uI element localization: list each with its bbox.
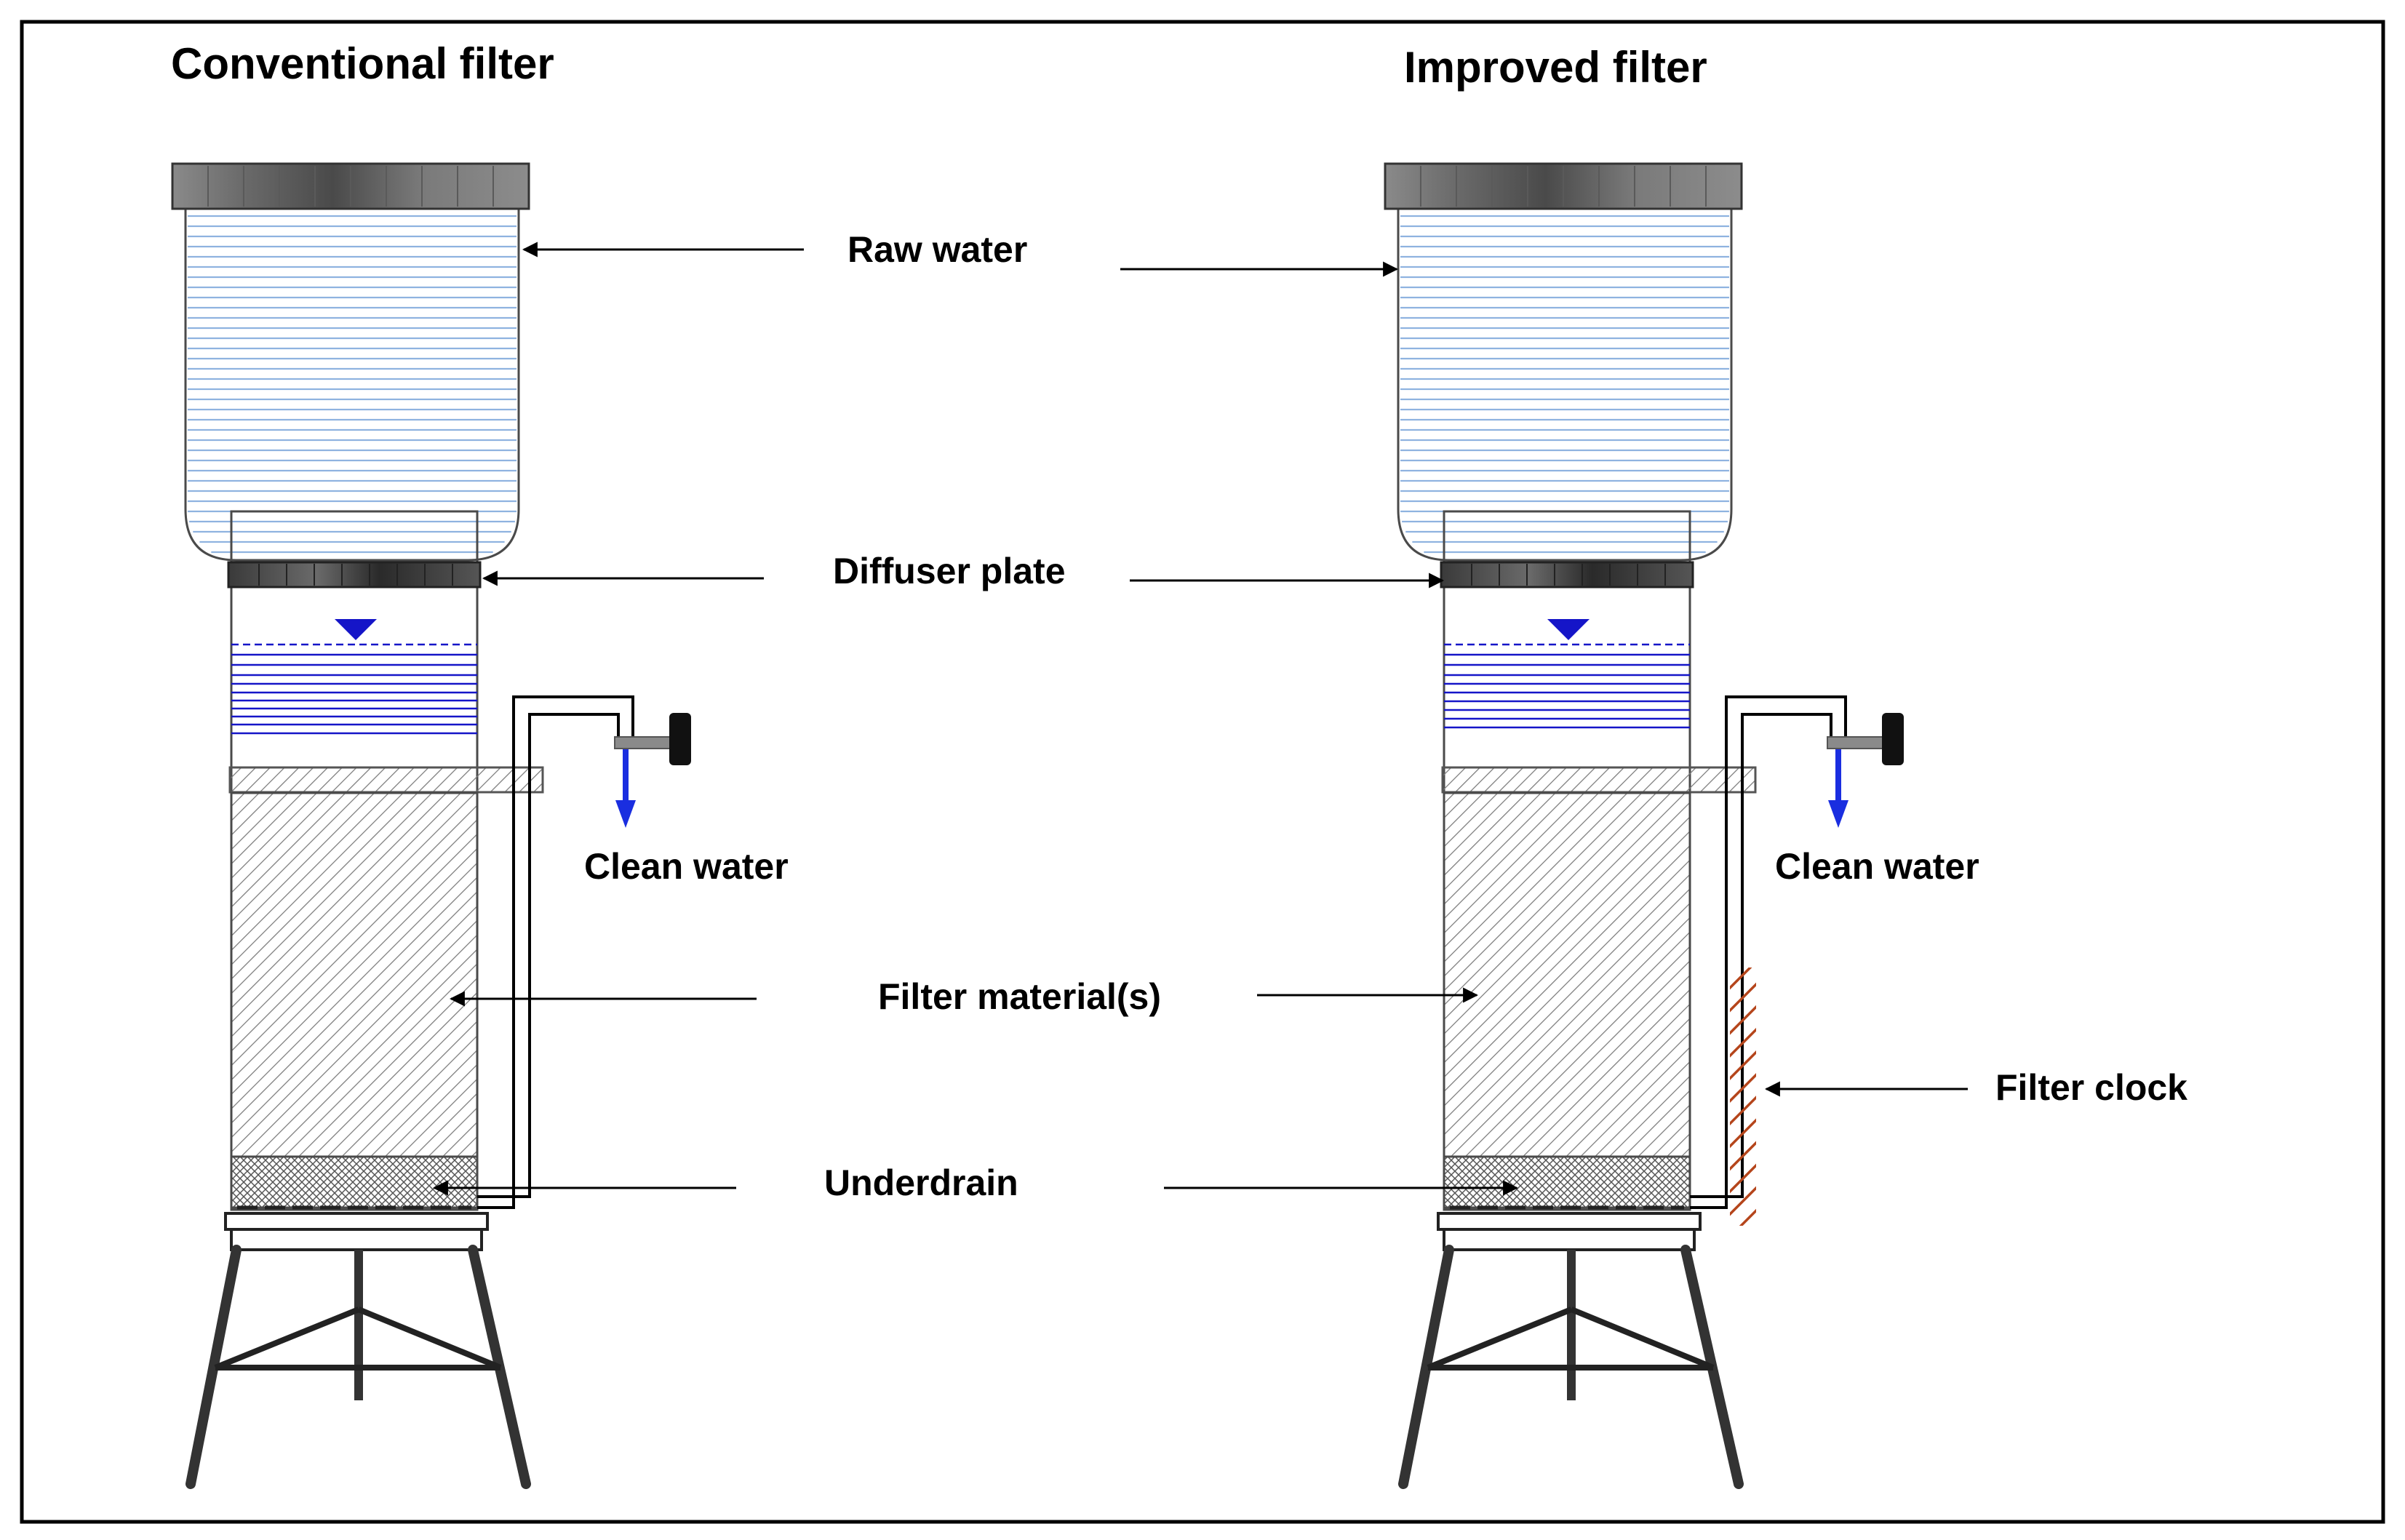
tap-valve <box>1827 736 1886 749</box>
label-clean-water-right: Clean water <box>1775 846 1979 887</box>
raw-water-bucket <box>184 206 520 562</box>
stand-brace <box>357 1306 502 1371</box>
raw-water-bucket <box>1397 206 1733 562</box>
water-level-marker <box>1547 619 1590 640</box>
underdrain-layer <box>230 1155 479 1209</box>
callout-arrows <box>432 242 1968 1196</box>
label-filter-clock: Filter clock <box>1995 1067 2187 1108</box>
underdrain-layer <box>1443 1155 1691 1209</box>
label-clean-water-left: Clean water <box>584 846 789 887</box>
diagram-frame <box>20 20 2385 1524</box>
title-improved-filter: Improved filter <box>1404 43 1707 92</box>
tap-handle <box>1882 713 1904 765</box>
stand-leg-left <box>186 1245 242 1489</box>
clean-water-arrowhead <box>615 800 636 828</box>
stand-ring <box>224 1212 489 1231</box>
outlet-pipe-inner <box>1690 713 1832 1198</box>
label-raw-water: Raw water <box>847 229 1027 270</box>
support-bar <box>228 766 544 794</box>
outlet-pipe-outer <box>1690 695 1847 1209</box>
stand-leg-left <box>1398 1245 1454 1489</box>
label-filter-materials: Filter material(s) <box>878 976 1161 1017</box>
clean-water-arrowhead <box>1828 800 1848 828</box>
stand-brace <box>1570 1306 1715 1371</box>
tap-handle <box>669 713 691 765</box>
filter-material <box>230 791 479 1158</box>
label-diffuser-plate: Diffuser plate <box>833 551 1066 591</box>
label-underdrain: Underdrain <box>824 1162 1018 1203</box>
improved-filter-unit <box>1384 162 1904 1489</box>
stand-top <box>230 1228 483 1251</box>
stand-top <box>1443 1228 1696 1251</box>
tap-valve <box>614 736 674 749</box>
conventional-filter-unit <box>171 162 691 1489</box>
outlet-pipe-inner <box>477 713 620 1198</box>
stand-ring <box>1437 1212 1702 1231</box>
filter-material <box>1443 791 1691 1158</box>
water-level-marker <box>335 619 377 640</box>
title-conventional-filter: Conventional filter <box>171 39 554 88</box>
stand-brace <box>1427 1306 1573 1371</box>
diffuser-plate <box>227 561 482 589</box>
support-bar <box>1441 766 1757 794</box>
stand-brace <box>214 1306 360 1371</box>
outlet-pipe-outer <box>477 695 634 1209</box>
filter-clock-hatch <box>1730 968 1756 1226</box>
diffuser-plate <box>1440 561 1694 589</box>
